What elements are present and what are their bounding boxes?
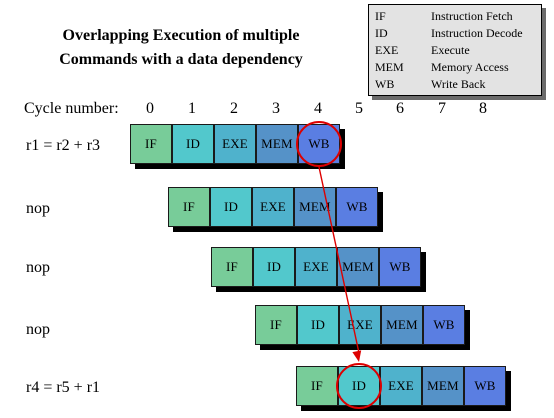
stage-if: IF: [211, 247, 253, 287]
dependency-source-circle: [296, 121, 342, 167]
cycle-number: 1: [188, 100, 196, 117]
cycle-number: 7: [438, 100, 446, 117]
stage-exe: EXE: [214, 124, 256, 164]
stage-exe: EXE: [295, 247, 337, 287]
cycle-number: 0: [146, 100, 154, 117]
legend-abbr: MEM: [375, 60, 404, 74]
cycle-number-label: Cycle number:: [24, 100, 119, 117]
cycle-number: 5: [355, 100, 363, 117]
legend-abbr: WB: [375, 77, 395, 91]
stage-id: ID: [253, 247, 295, 287]
legend-desc: Memory Access: [431, 60, 509, 74]
legend-abbr: EXE: [375, 43, 399, 57]
stage-mem: MEM: [294, 187, 336, 227]
stage-if: IF: [130, 124, 172, 164]
title-line-2: Commands with a data dependency: [59, 51, 303, 68]
stage-if: IF: [168, 187, 210, 227]
legend-desc: Execute: [431, 43, 470, 57]
stage-exe: EXE: [380, 366, 422, 406]
cycle-number: 2: [230, 100, 238, 117]
stage-wb: WB: [336, 187, 378, 227]
cycle-number: 6: [396, 100, 404, 117]
stage-wb: WB: [464, 366, 506, 406]
stage-id: ID: [172, 124, 214, 164]
stage-id: ID: [297, 305, 339, 345]
stage-id: ID: [210, 187, 252, 227]
legend-abbr: ID: [375, 26, 388, 40]
stage-mem: MEM: [422, 366, 464, 406]
instruction-label: r1 = r2 + r3: [26, 137, 101, 154]
dependency-line: [318, 166, 360, 354]
stage-mem: MEM: [381, 305, 423, 345]
title-line-1: Overlapping Execution of multiple: [62, 27, 300, 44]
stage-if: IF: [255, 305, 297, 345]
legend-desc: Write Back: [431, 77, 486, 91]
legend-box: IF Instruction Fetch ID Instruction Deco…: [368, 4, 542, 96]
cycle-number: 4: [314, 100, 322, 117]
instruction-label: nop: [26, 259, 50, 276]
cycle-number: 3: [272, 100, 280, 117]
legend-desc: Instruction Decode: [431, 26, 523, 40]
instruction-label: nop: [26, 321, 50, 338]
legend-desc: Instruction Fetch: [431, 9, 513, 23]
dependency-arrowhead: [352, 350, 362, 362]
legend-abbr: IF: [375, 9, 386, 23]
dependency-target-circle: [336, 363, 382, 409]
stage-wb: WB: [379, 247, 421, 287]
cycle-number: 8: [479, 100, 487, 117]
stage-mem: MEM: [256, 124, 298, 164]
instruction-label: r4 = r5 + r1: [26, 379, 101, 396]
stage-exe: EXE: [339, 305, 381, 345]
instruction-label: nop: [26, 200, 50, 217]
stage-wb: WB: [423, 305, 465, 345]
stage-exe: EXE: [252, 187, 294, 227]
